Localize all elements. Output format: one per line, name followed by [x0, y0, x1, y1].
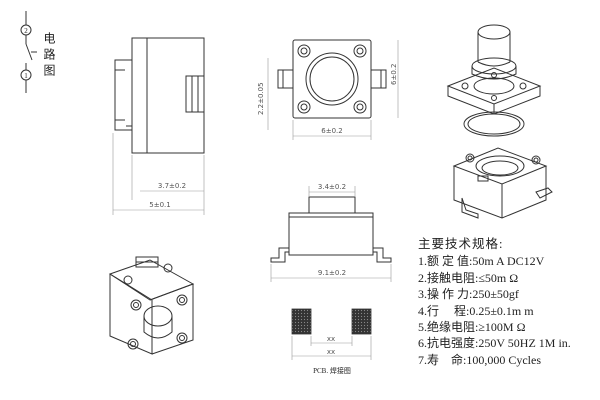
pin-2-label: 2: [24, 27, 28, 35]
pcb-pad-inner-label: xx: [327, 335, 335, 343]
pcb-pad-left: [291, 308, 312, 335]
front-overall-width-label: 9.1±0.2: [318, 269, 346, 277]
spec-item: 4.行 程:0.25±0.1m m: [418, 303, 534, 318]
spec-title: 主要技术规格:: [418, 237, 504, 251]
assembled-isometric-view: [108, 256, 195, 355]
exploded-view: [446, 24, 553, 219]
spec-item: 7.寿 命:100,000 Cycles: [418, 352, 541, 367]
spec-item: 1.额 定 值:50m A DC12V: [418, 254, 545, 269]
pcb-pad-outer-label: xx: [327, 348, 335, 356]
front-cap-width-label: 3.4±0.2: [318, 183, 346, 191]
circuit-diagram: [20, 11, 37, 93]
side-body-width-label: 3.7±0.2: [158, 182, 186, 190]
spec-item: 3.操 作 力:250±50gf: [418, 287, 519, 302]
top-view: [277, 39, 387, 119]
pcb-caption: PCB. 焊接图: [313, 366, 351, 375]
pcb-layout: xx xx PCB. 焊接图: [291, 308, 372, 375]
top-dimensions: [267, 40, 399, 140]
front-view: [270, 196, 392, 263]
spec-list: 主要技术规格: 1.额 定 值:50m A DC12V 2.接触电阻:≤50m …: [418, 236, 598, 368]
front-dimensions: [270, 186, 392, 282]
circuit-title: 电路图: [42, 32, 56, 80]
top-width-label: 6±0.2: [321, 127, 342, 135]
top-height-right-label: 6±0.2: [390, 64, 398, 85]
side-view: [114, 37, 205, 154]
side-dimensions: [112, 133, 205, 215]
pcb-pad-right: [351, 308, 372, 335]
spec-item: 2.接触电阻:≤50m Ω: [418, 270, 519, 285]
spec-item: 6.抗电强度:250V 50HZ 1M in.: [418, 336, 571, 351]
top-height-left-label: 2.2±0.05: [257, 82, 265, 115]
pin-1-label: 1: [24, 72, 28, 80]
spec-item: 5.绝缘电阻:≥100M Ω: [418, 320, 526, 335]
side-overall-width-label: 5±0.1: [149, 201, 170, 209]
